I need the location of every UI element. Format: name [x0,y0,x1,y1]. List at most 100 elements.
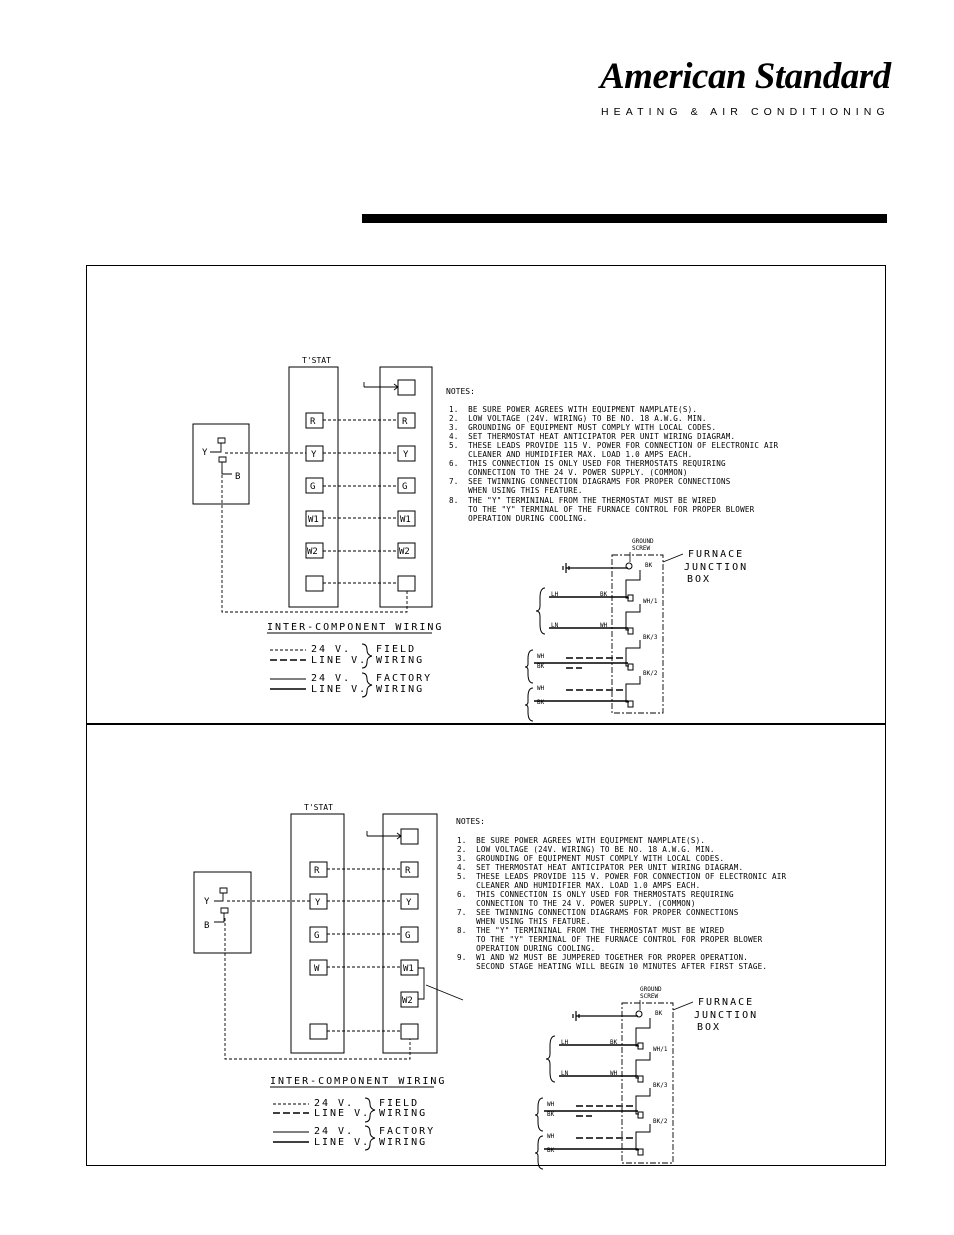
svg-text:LH: LH [561,1039,569,1046]
wiring-legend: 24 V. LINE V. FIELD WIRING 24 V. LINE V.… [270,643,432,698]
furnace-terminal-g: G [405,931,410,941]
note-line: CONNECTION TO THE 24 V. POWER SUPPLY. (C… [449,468,688,477]
notes-list: 1. BE SURE POWER AGREES WITH EQUIPMENT N… [457,836,786,971]
note-line: 3. GROUNDING OF EQUIPMENT MUST COMPLY WI… [449,423,716,432]
legend-line-v: LINE V. [314,1137,370,1148]
junction-label: BOX [697,1022,721,1033]
svg-text:WH: WH [547,1133,555,1140]
note-line: 4. SET THERMOSTAT HEAT ANTICIPATOR PER U… [457,863,743,872]
outdoor-label-b: B [204,921,209,931]
diagram-2: Y B T'STAT R Y G W R Y G W1 W2 [193,803,786,1170]
ground-symbol [562,563,628,573]
legend-wiring: WIRING [376,684,424,695]
note-line: OPERATION DURING COOLING. [457,944,595,953]
legend-24v: 24 V. [314,1098,354,1109]
junction-label: JUNCTION [694,1010,758,1021]
tstat-terminal-r: R [310,417,316,427]
furnace-terminal-r: R [402,417,408,427]
legend-line-v: LINE V. [311,684,367,695]
tstat-terminal-w: W [314,964,320,974]
furnace-control-box [379,366,433,608]
note-9-leader [425,984,464,1001]
legend-24v: 24 V. [311,673,351,684]
svg-text:BK: BK [645,562,653,569]
brand-tagline: HEATING & AIR CONDITIONING [601,106,890,118]
note-line: TO THE "Y" TERMINAL OF THE FURNACE CONTR… [449,505,755,514]
svg-text:WH: WH [600,622,608,629]
notes-title: NOTES: [446,387,475,396]
furnace-terminal-g: G [402,482,407,492]
wiring-legend: 24 V. LINE V. FIELD WIRING 24 V. LINE V.… [273,1097,435,1151]
legend-24v: 24 V. [314,1126,354,1137]
tstat-terminal-g: G [310,482,315,492]
note-line: WHEN USING THIS FEATURE. [457,917,591,926]
diagram-1: Y B T'STAT R Y G W1 W2 R Y G W1 W2 [192,356,778,722]
furnace-terminals: R Y G W1 W2 [363,379,416,592]
ground-screw-icon [635,1010,643,1018]
note-line: WHEN USING THIS FEATURE. [449,486,583,495]
note-line: CONNECTION TO THE 24 V. POWER SUPPLY. (C… [457,899,696,908]
note-line: 5. THESE LEADS PROVIDE 115 V. POWER FOR … [449,441,778,450]
svg-text:BK/3: BK/3 [643,634,658,641]
svg-text:BK/2: BK/2 [643,670,658,677]
legend-factory: FACTORY [379,1126,435,1137]
svg-text:LH: LH [551,591,559,598]
tstat-terminal-y: Y [315,898,321,908]
svg-text:BK: BK [537,663,545,670]
note-line: CLEANER AND HUMIDIFIER MAX. LOAD 1.0 AMP… [449,450,692,459]
tstat-terminals: R Y G W1 W2 [305,412,324,592]
brand-logo: American Standard [600,56,891,97]
furnace-terminal-w1: W1 [403,964,414,974]
ground-label: GROUND [632,538,654,545]
legend-line-v: LINE V. [311,655,367,666]
note-line: 3. GROUNDING OF EQUIPMENT MUST COMPLY WI… [457,854,724,863]
legend-24v: 24 V. [311,644,351,655]
svg-text:BK: BK [547,1111,555,1118]
tstat-terminal-y: Y [311,450,317,460]
note-line: SECOND STAGE HEATING WILL BEGIN 10 MINUT… [457,962,767,971]
svg-text:BK/2: BK/2 [653,1118,668,1125]
ground-screw-icon [625,562,633,570]
svg-text:LN: LN [561,1070,569,1077]
ground-symbol [572,1011,638,1021]
legend-wiring: WIRING [379,1137,427,1148]
legend-field: FIELD [379,1098,419,1109]
svg-text:BK: BK [655,1010,663,1017]
legend-title: INTER-COMPONENT WIRING [267,622,443,633]
note-line: 8. THE "Y" TERMININAL FROM THE THERMOSTA… [457,926,724,935]
note-line: 8. THE "Y" TERMININAL FROM THE THERMOSTA… [449,496,716,505]
legend-factory: FACTORY [376,673,432,684]
field-wiring-24v [221,419,408,613]
legend-field: FIELD [376,644,416,655]
w1-w2-jumper [418,967,425,1000]
note-line: OPERATION DURING COOLING. [449,514,587,523]
junction-label: JUNCTION [684,562,748,573]
thermostat-box [290,813,345,1054]
thermostat-box [288,366,339,608]
legend-wiring: WIRING [376,655,424,666]
tstat-terminal-g: G [314,931,319,941]
outdoor-label-y: Y [202,448,208,458]
furnace-terminal-y: Y [406,898,412,908]
diagram-frame [86,265,886,1166]
furnace-terminals: R Y G W1 W2 [366,828,464,1040]
svg-text:WH: WH [547,1101,555,1108]
notes-list: 1. BE SURE POWER AGREES WITH EQUIPMENT N… [449,405,778,523]
note-line: 6. THIS CONNECTION IS ONLY USED FOR THER… [449,459,726,468]
ground-label: GROUND [640,986,662,993]
tstat-terminal-w1: W1 [308,515,319,525]
svg-text:WH: WH [537,653,545,660]
furnace-terminal-r: R [405,866,411,876]
svg-text:LN: LN [551,622,559,629]
furnace-terminal-w2: W2 [399,547,410,557]
svg-text:WH/1: WH/1 [643,598,658,605]
note-line: 9. W1 AND W2 MUST BE JUMPERED TOGETHER F… [457,953,748,962]
svg-text:BK: BK [547,1147,555,1154]
svg-text:WH: WH [610,1070,618,1077]
note-line: 2. LOW VOLTAGE (24V. WIRING) TO BE NO. 1… [457,845,715,854]
note-line: TO THE "Y" TERMINAL OF THE FURNACE CONTR… [457,935,763,944]
svg-text:BK: BK [537,699,545,706]
legend-line-v: LINE V. [314,1108,370,1119]
svg-text:WH/1: WH/1 [653,1046,668,1053]
